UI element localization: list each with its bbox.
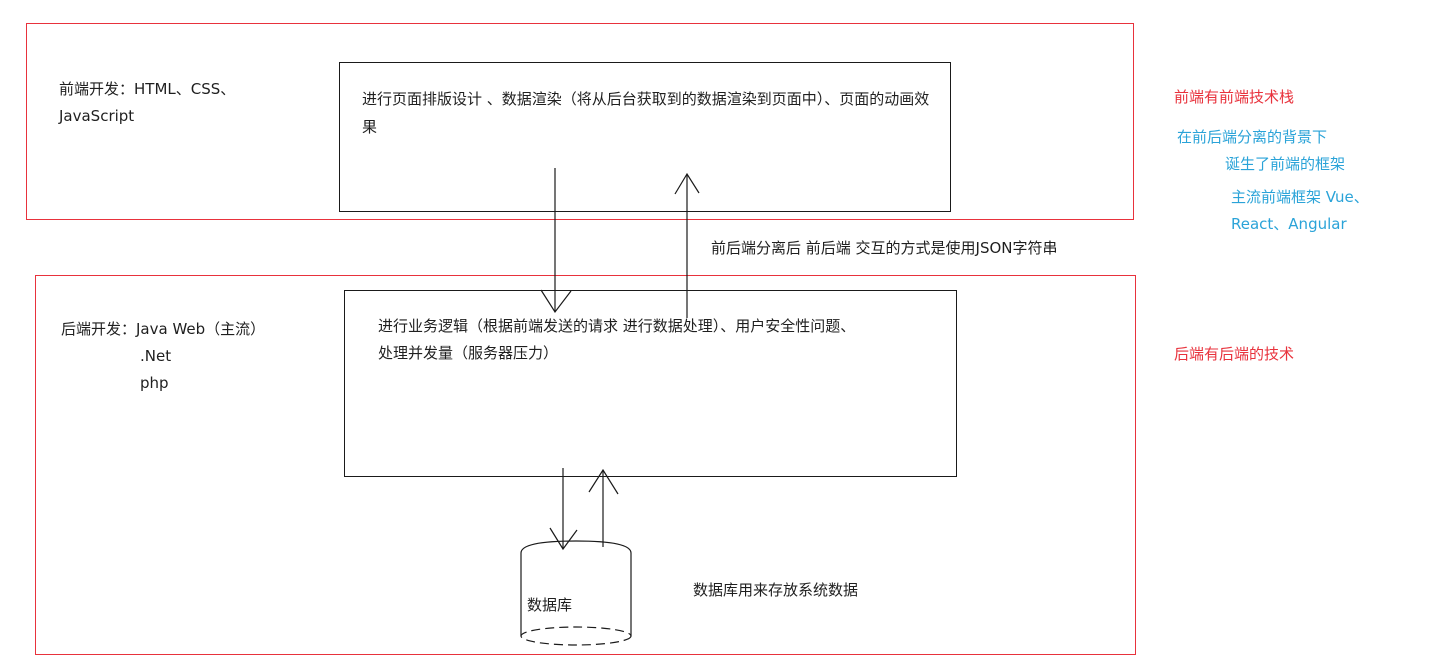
backend-stack-note: 后端有后端的技术 <box>1174 345 1295 363</box>
backend-label-line1: 后端开发：Java Web（主流） <box>61 320 266 338</box>
frameworks-note-line1: 主流前端框架 Vue、 <box>1231 188 1369 206</box>
frontend-label-line1: 前端开发：HTML、CSS、 <box>59 80 236 98</box>
frontend-section <box>26 23 1134 220</box>
frontend-stack-note: 前端有前端技术栈 <box>1174 88 1295 106</box>
backend-section <box>35 275 1136 655</box>
separation-note-line2: 诞生了前端的框架 <box>1225 155 1346 173</box>
database-note: 数据库用来存放系统数据 <box>693 581 859 599</box>
frameworks-note-line2: React、Angular <box>1231 215 1347 233</box>
backend-box-text-line1: 进行业务逻辑（根据前端发送的请求 进行数据处理）、用户安全性问题、 <box>378 317 856 335</box>
frontend-box-text: 进行页面排版设计 、数据渲染（将从后台获取到的数据渲染到页面中）、页面的动画效果 <box>362 90 930 136</box>
separation-note-line1: 在前后端分离的背景下 <box>1177 128 1328 146</box>
backend-box-text-line2: 处理并发量（服务器压力） <box>378 344 559 362</box>
database-label: 数据库 <box>527 596 573 614</box>
backend-label-line3: php <box>140 374 169 392</box>
frontend-label-line2: JavaScript <box>59 107 135 125</box>
interaction-note: 前后端分离后 前后端 交互的方式是使用JSON字符串 <box>711 239 1058 257</box>
backend-label-line2: .Net <box>140 347 172 365</box>
backend-box <box>344 290 957 477</box>
frontend-box <box>339 62 951 212</box>
